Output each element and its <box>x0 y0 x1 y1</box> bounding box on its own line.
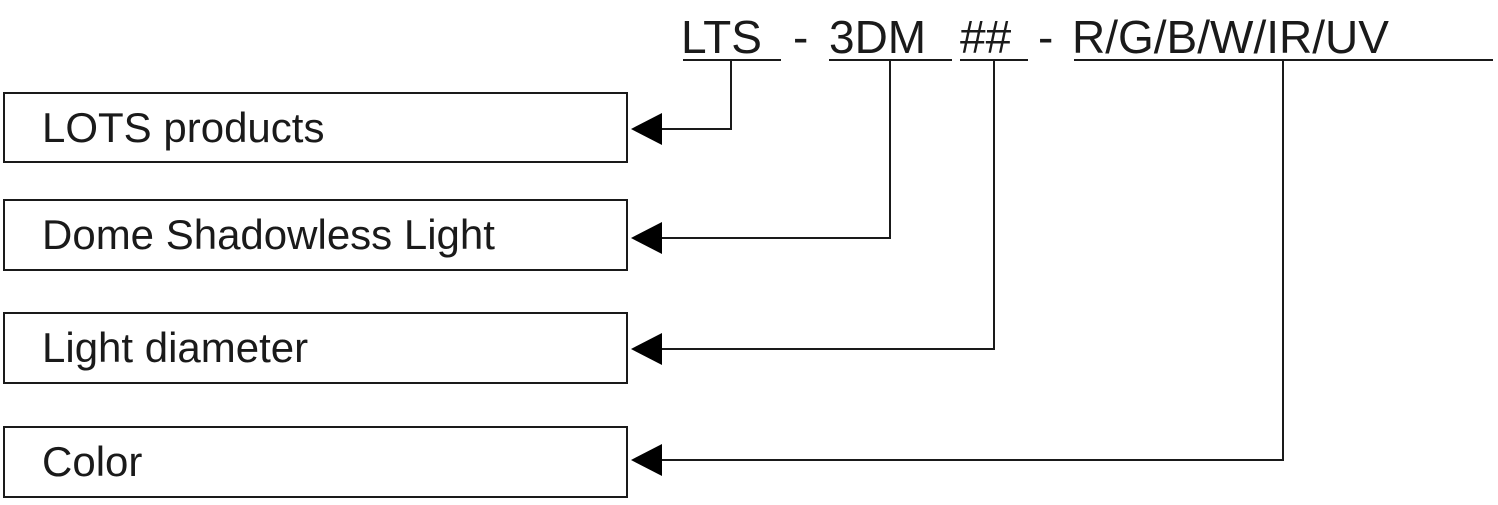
legend-box-color: Color <box>3 426 628 498</box>
connector-color <box>660 60 1284 461</box>
arrowhead-series <box>631 113 662 145</box>
connector-diameter <box>660 60 995 350</box>
legend: LOTS products Dome Shadowless Light Ligh… <box>3 92 628 498</box>
code-separator-1: - <box>793 11 808 63</box>
arrowhead-color <box>631 444 662 476</box>
code-separator-2: - <box>1038 11 1053 63</box>
product-code: LTS - 3DM ## - R/G/B/W/IR/UV <box>681 11 1493 63</box>
legend-label-dome-shadowless-light: Dome Shadowless Light <box>42 211 495 258</box>
legend-label-lots-products: LOTS products <box>42 104 324 151</box>
code-segment-type: 3DM <box>829 11 926 63</box>
connectors <box>631 60 1284 476</box>
code-segment-diameter: ## <box>960 11 1012 63</box>
legend-box-dome-shadowless-light: Dome Shadowless Light <box>3 199 628 271</box>
connector-series <box>660 60 732 130</box>
code-segment-color: R/G/B/W/IR/UV <box>1072 11 1389 63</box>
code-segment-series: LTS <box>681 11 762 63</box>
legend-label-color: Color <box>42 438 142 485</box>
connector-type <box>660 60 891 239</box>
legend-box-light-diameter: Light diameter <box>3 312 628 384</box>
arrowhead-type <box>631 222 662 254</box>
arrowhead-diameter <box>631 333 662 365</box>
legend-box-lots-products: LOTS products <box>3 92 628 163</box>
legend-label-light-diameter: Light diameter <box>42 324 308 371</box>
